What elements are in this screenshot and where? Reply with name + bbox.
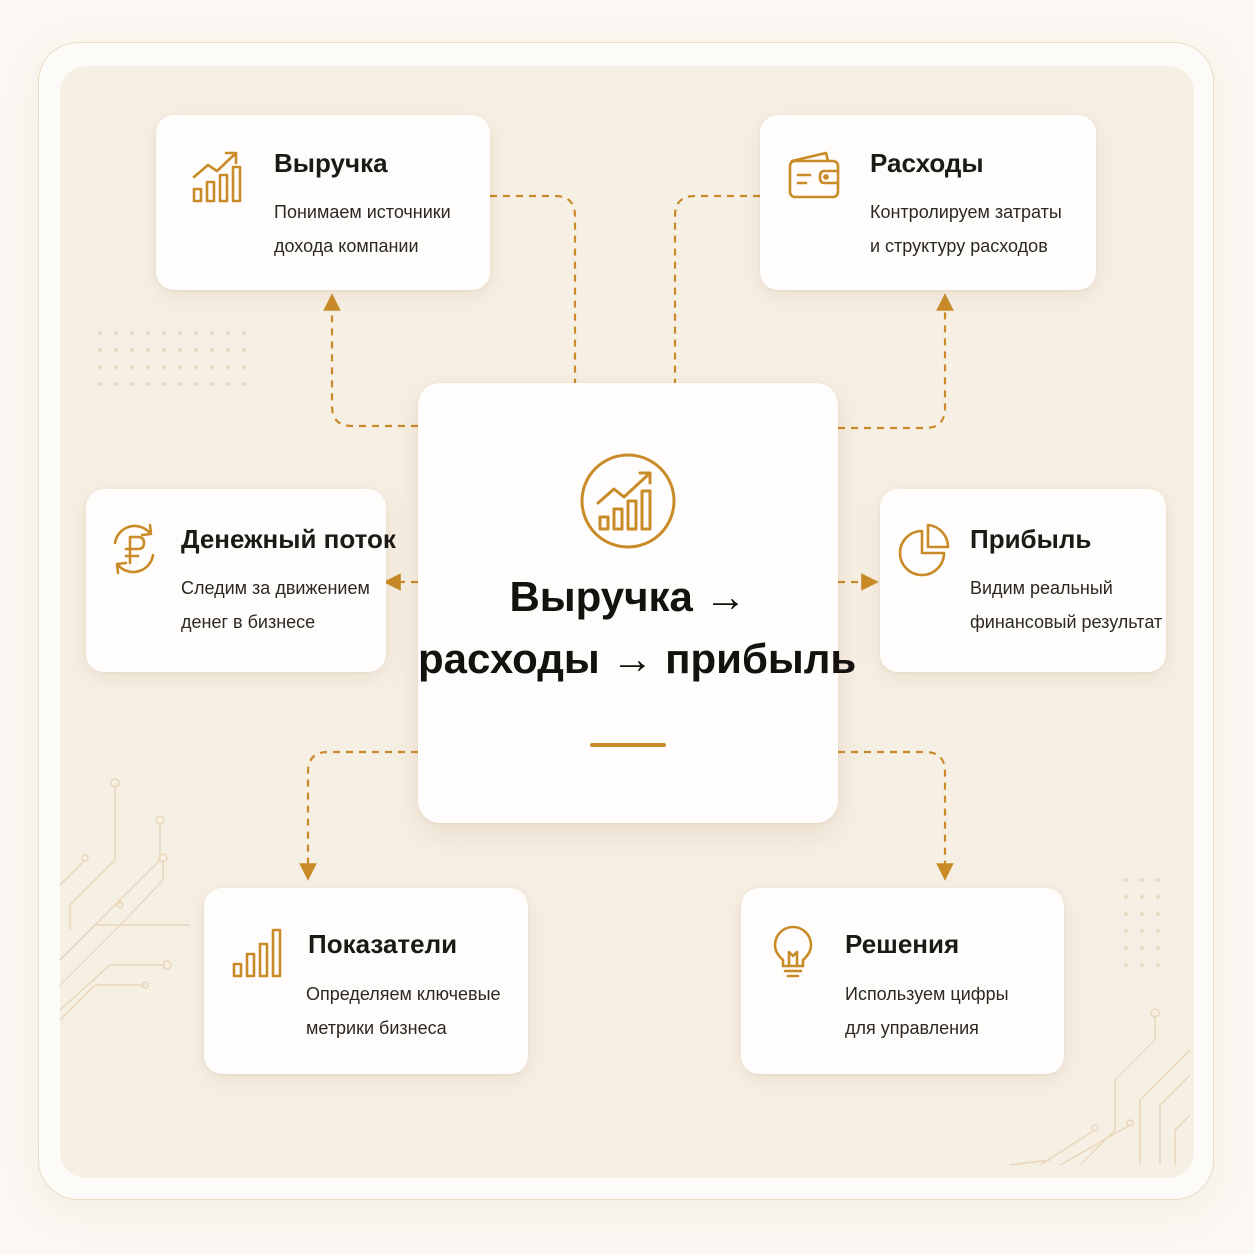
lightbulb-icon bbox=[773, 925, 813, 978]
card-description-line2: метрики бизнеса bbox=[306, 1018, 447, 1038]
center-card: Выручка → расходы → прибыль bbox=[418, 383, 857, 823]
card-description-line2: для управления bbox=[845, 1018, 979, 1038]
card-description-line2: финансовый результат bbox=[970, 612, 1163, 632]
card-cashflow: Денежный поток Следим за движением денег… bbox=[86, 489, 396, 672]
pie-chart-icon bbox=[898, 523, 950, 577]
center-title-line1: Выручка → bbox=[509, 573, 747, 620]
growth-chart-circle-icon bbox=[580, 453, 676, 549]
card-expenses: Расходы Контролируем затраты и структуру… bbox=[760, 115, 1096, 290]
card-description-line1: Определяем ключевые bbox=[306, 984, 501, 1004]
card-title: Показатели bbox=[308, 929, 458, 959]
card-description-line1: Понимаем источники bbox=[274, 202, 451, 222]
bar-chart-up-icon bbox=[192, 151, 242, 203]
card-title: Решения bbox=[845, 929, 960, 959]
ruble-cycle-icon bbox=[113, 523, 155, 575]
card-title: Денежный поток bbox=[181, 524, 396, 554]
bar-chart-icon bbox=[232, 928, 282, 978]
card-description-line1: Видим реальный bbox=[970, 578, 1113, 598]
card-title: Расходы bbox=[870, 148, 984, 178]
card-description-line2: денег в бизнесе bbox=[181, 612, 316, 632]
card-revenue: Выручка Понимаем источники дохода компан… bbox=[156, 115, 490, 290]
card-description-line1: Контролируем затраты bbox=[870, 202, 1062, 222]
wallet-icon bbox=[788, 151, 840, 199]
card-metrics: Показатели Определяем ключевые метрики б… bbox=[204, 888, 528, 1074]
card-description-line1: Используем цифры bbox=[845, 984, 1009, 1004]
card-description-line2: и структуру расходов bbox=[870, 236, 1048, 256]
card-title: Прибыль bbox=[970, 524, 1092, 554]
card-profit: Прибыль Видим реальный финансовый резуль… bbox=[880, 489, 1166, 672]
card-decisions: Решения Используем цифры для управления bbox=[741, 888, 1064, 1074]
card-description-line2: дохода компании bbox=[274, 236, 419, 256]
accent-divider bbox=[590, 743, 666, 747]
center-title-line2: расходы → прибыль bbox=[418, 635, 857, 682]
card-title: Выручка bbox=[274, 148, 388, 178]
card-description-line1: Следим за движением bbox=[181, 578, 370, 598]
